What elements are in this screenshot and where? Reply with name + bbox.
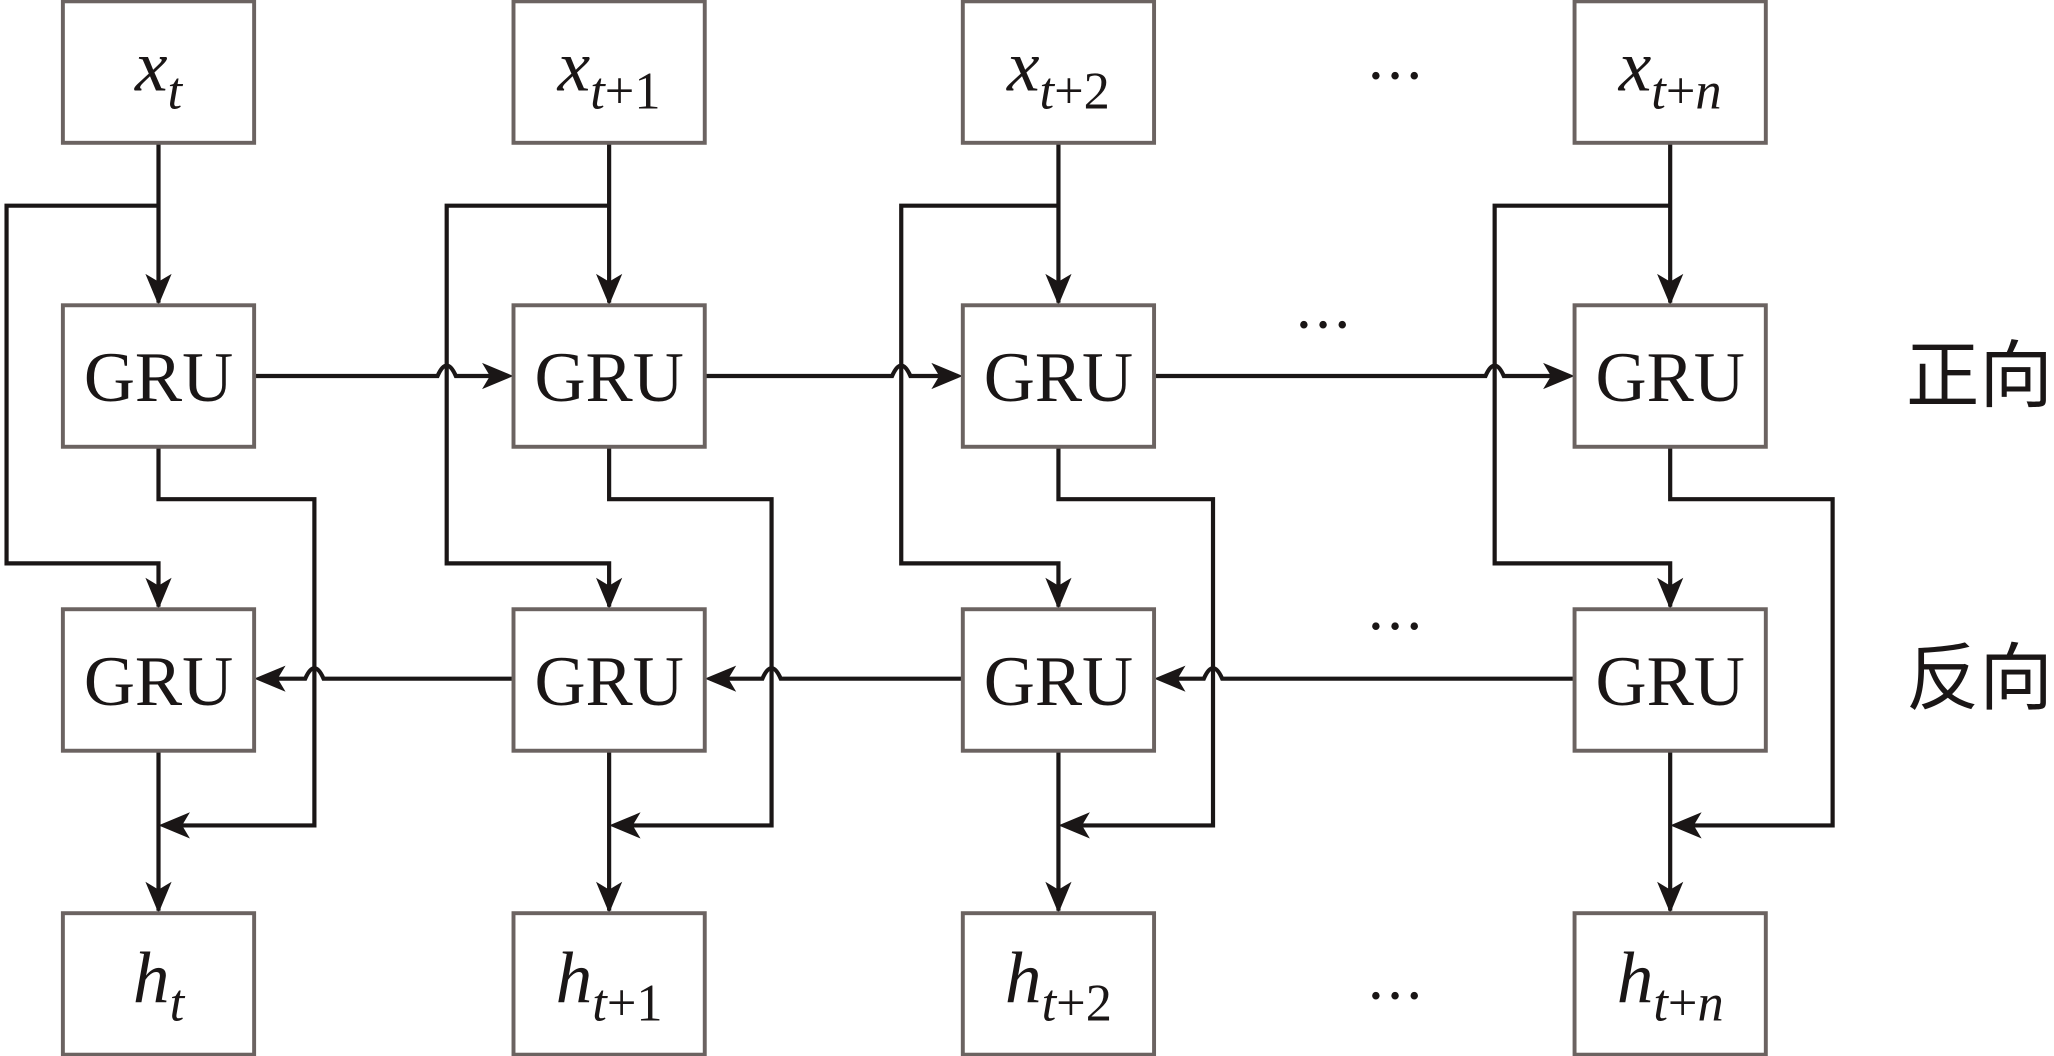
- arrow-head: [1657, 881, 1684, 914]
- forward-gru-box-frame: [60, 303, 257, 449]
- backward-gru-box-frame: [960, 607, 1157, 753]
- input-box: xt+1: [511, 0, 707, 145]
- connection-wires: [4, 142, 1835, 914]
- input-box-frame: [511, 0, 707, 145]
- output-box: ht: [60, 911, 257, 1056]
- backward-gru-box: GRU: [960, 607, 1157, 753]
- arrow-head: [145, 881, 172, 914]
- gru-label: GRU: [84, 339, 233, 417]
- arrow-head: [1657, 273, 1684, 306]
- forward-gru-box-frame: [511, 303, 707, 449]
- arrow-head: [1058, 812, 1090, 839]
- arrow-head: [1670, 812, 1702, 839]
- forward-chain-wire: [254, 363, 509, 379]
- input-ellipsis: …: [1366, 25, 1424, 93]
- arrow-head: [482, 362, 514, 390]
- arrow-head: [158, 812, 190, 839]
- backward-chain-wire: [709, 666, 963, 681]
- input-box-frame: [960, 0, 1157, 145]
- output-box: ht+n: [1572, 911, 1768, 1056]
- backward-gru-box: GRU: [511, 607, 707, 753]
- input-box-frame: [1572, 0, 1768, 145]
- backward-chain-wire: [1159, 666, 1575, 681]
- backward-direction-label: 反向: [1906, 637, 2053, 722]
- forward-gru-box: GRU: [60, 303, 257, 449]
- arrow-head: [596, 577, 623, 610]
- gru-label: GRU: [534, 339, 683, 417]
- input-box-frame: [60, 0, 257, 145]
- gru-label: GRU: [1596, 643, 1745, 721]
- backward-gru-box-frame: [1572, 607, 1768, 753]
- backward-gru-box-frame: [60, 607, 257, 753]
- labels: 正向 反向 … … … …: [1294, 25, 2052, 1013]
- output-box-frame: [511, 911, 707, 1056]
- input-to-backward-wire: [1492, 203, 1673, 607]
- arrow-head: [254, 665, 286, 692]
- arrow-head: [1045, 577, 1072, 610]
- output-label: ht+1: [556, 937, 663, 1032]
- input-label: xt+1: [557, 25, 661, 120]
- backward-gru-box: GRU: [1572, 607, 1768, 753]
- forward-direction-label: 正向: [1906, 334, 2053, 419]
- arrow-head: [1045, 881, 1072, 914]
- forward-chain-wire: [1154, 363, 1570, 379]
- input-label: xt+2: [1006, 25, 1110, 120]
- output-box-frame: [960, 911, 1157, 1056]
- arrow-head: [145, 577, 172, 610]
- forward-gru-box: GRU: [511, 303, 707, 449]
- arrow-head: [931, 362, 963, 390]
- input-to-backward-wire: [444, 203, 612, 607]
- arrow-head: [1045, 273, 1072, 306]
- forward-gru-box: GRU: [960, 303, 1157, 449]
- forward-gru-box-frame: [1572, 303, 1768, 449]
- output-box-frame: [60, 911, 257, 1056]
- input-to-backward-wire: [899, 203, 1061, 607]
- arrow-head: [1154, 665, 1186, 692]
- output-ellipsis: …: [1366, 944, 1424, 1012]
- output-box: ht+2: [960, 911, 1157, 1056]
- forward-to-output-wire: [156, 446, 317, 828]
- forward-gru-box: GRU: [1572, 303, 1768, 449]
- backward-chain-wire: [259, 666, 514, 681]
- backward-ellipsis: …: [1366, 575, 1424, 643]
- output-box-frame: [1572, 911, 1768, 1056]
- arrow-head: [1657, 577, 1684, 610]
- forward-gru-box-frame: [960, 303, 1157, 449]
- arrow-head: [596, 273, 623, 306]
- input-label: xt+n: [1618, 25, 1722, 120]
- arrow-head: [609, 812, 641, 839]
- arrow-head: [145, 273, 172, 306]
- gru-label: GRU: [984, 643, 1133, 721]
- arrow-head: [596, 881, 623, 914]
- output-label: ht+2: [1005, 937, 1112, 1032]
- gru-label: GRU: [534, 643, 683, 721]
- arrow-head: [704, 665, 737, 692]
- input-to-backward-wire: [4, 203, 161, 607]
- output-box: ht+1: [511, 911, 707, 1056]
- input-label: xt: [134, 25, 184, 120]
- gru-label: GRU: [1596, 339, 1745, 417]
- output-label: ht: [133, 937, 186, 1032]
- input-box: xt: [60, 0, 257, 145]
- forward-to-output-wire: [1056, 446, 1216, 828]
- gru-label: GRU: [984, 339, 1133, 417]
- input-box: xt+n: [1572, 0, 1768, 145]
- input-box: xt+2: [960, 0, 1157, 145]
- forward-chain-wire: [704, 363, 958, 379]
- backward-gru-box-frame: [511, 607, 707, 753]
- forward-ellipsis: …: [1294, 274, 1352, 342]
- forward-to-output-wire: [1668, 446, 1835, 828]
- output-label: ht+n: [1617, 937, 1724, 1032]
- forward-to-output-wire: [607, 446, 774, 828]
- gru-label: GRU: [84, 643, 233, 721]
- backward-gru-box: GRU: [60, 607, 257, 753]
- arrow-head: [1543, 362, 1575, 390]
